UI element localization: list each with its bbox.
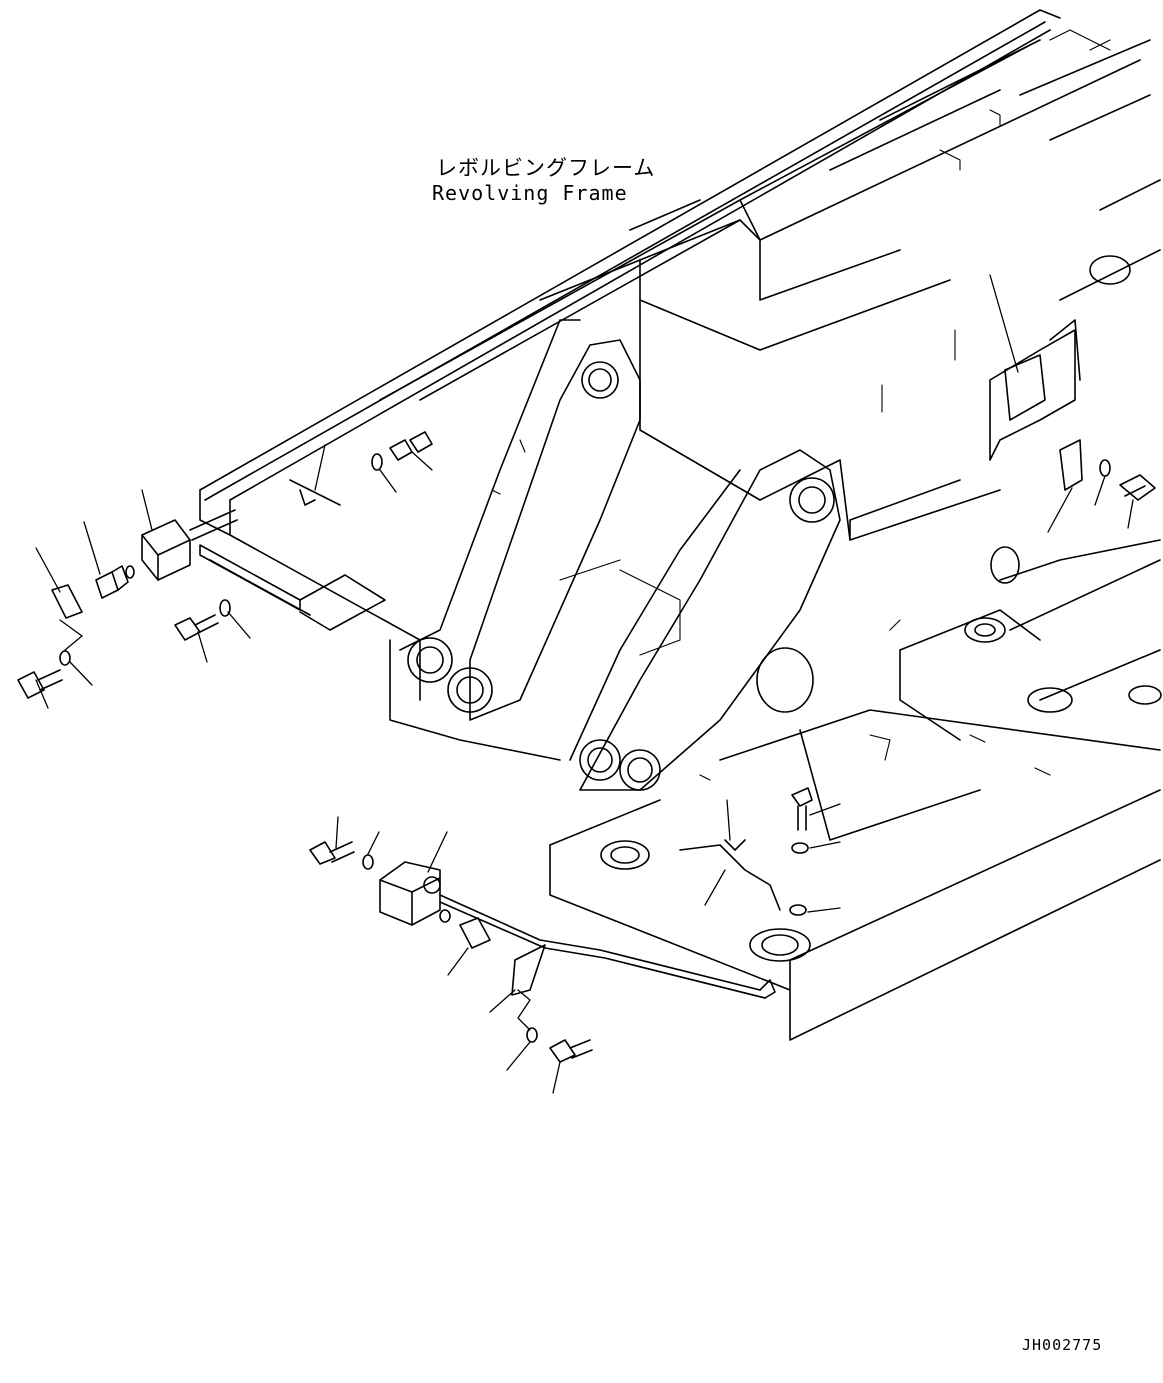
boom-bracket-right bbox=[569, 449, 841, 791]
leader-lines bbox=[35, 274, 1134, 1094]
lower-left-component-assembly bbox=[309, 787, 813, 1063]
frame-holes bbox=[600, 255, 1162, 962]
drawing-number: JH002775 bbox=[1022, 1336, 1103, 1354]
frame-name-jp: レボルビングフレーム bbox=[436, 156, 656, 180]
upper-right-bracket-assembly bbox=[989, 319, 1156, 501]
frame-name-en: Revolving Frame bbox=[432, 181, 628, 205]
frame-detail-marks bbox=[491, 29, 1111, 781]
upper-left-component-assembly bbox=[17, 431, 433, 699]
boom-bracket-left bbox=[399, 319, 641, 721]
frame-outline bbox=[199, 9, 1161, 1041]
